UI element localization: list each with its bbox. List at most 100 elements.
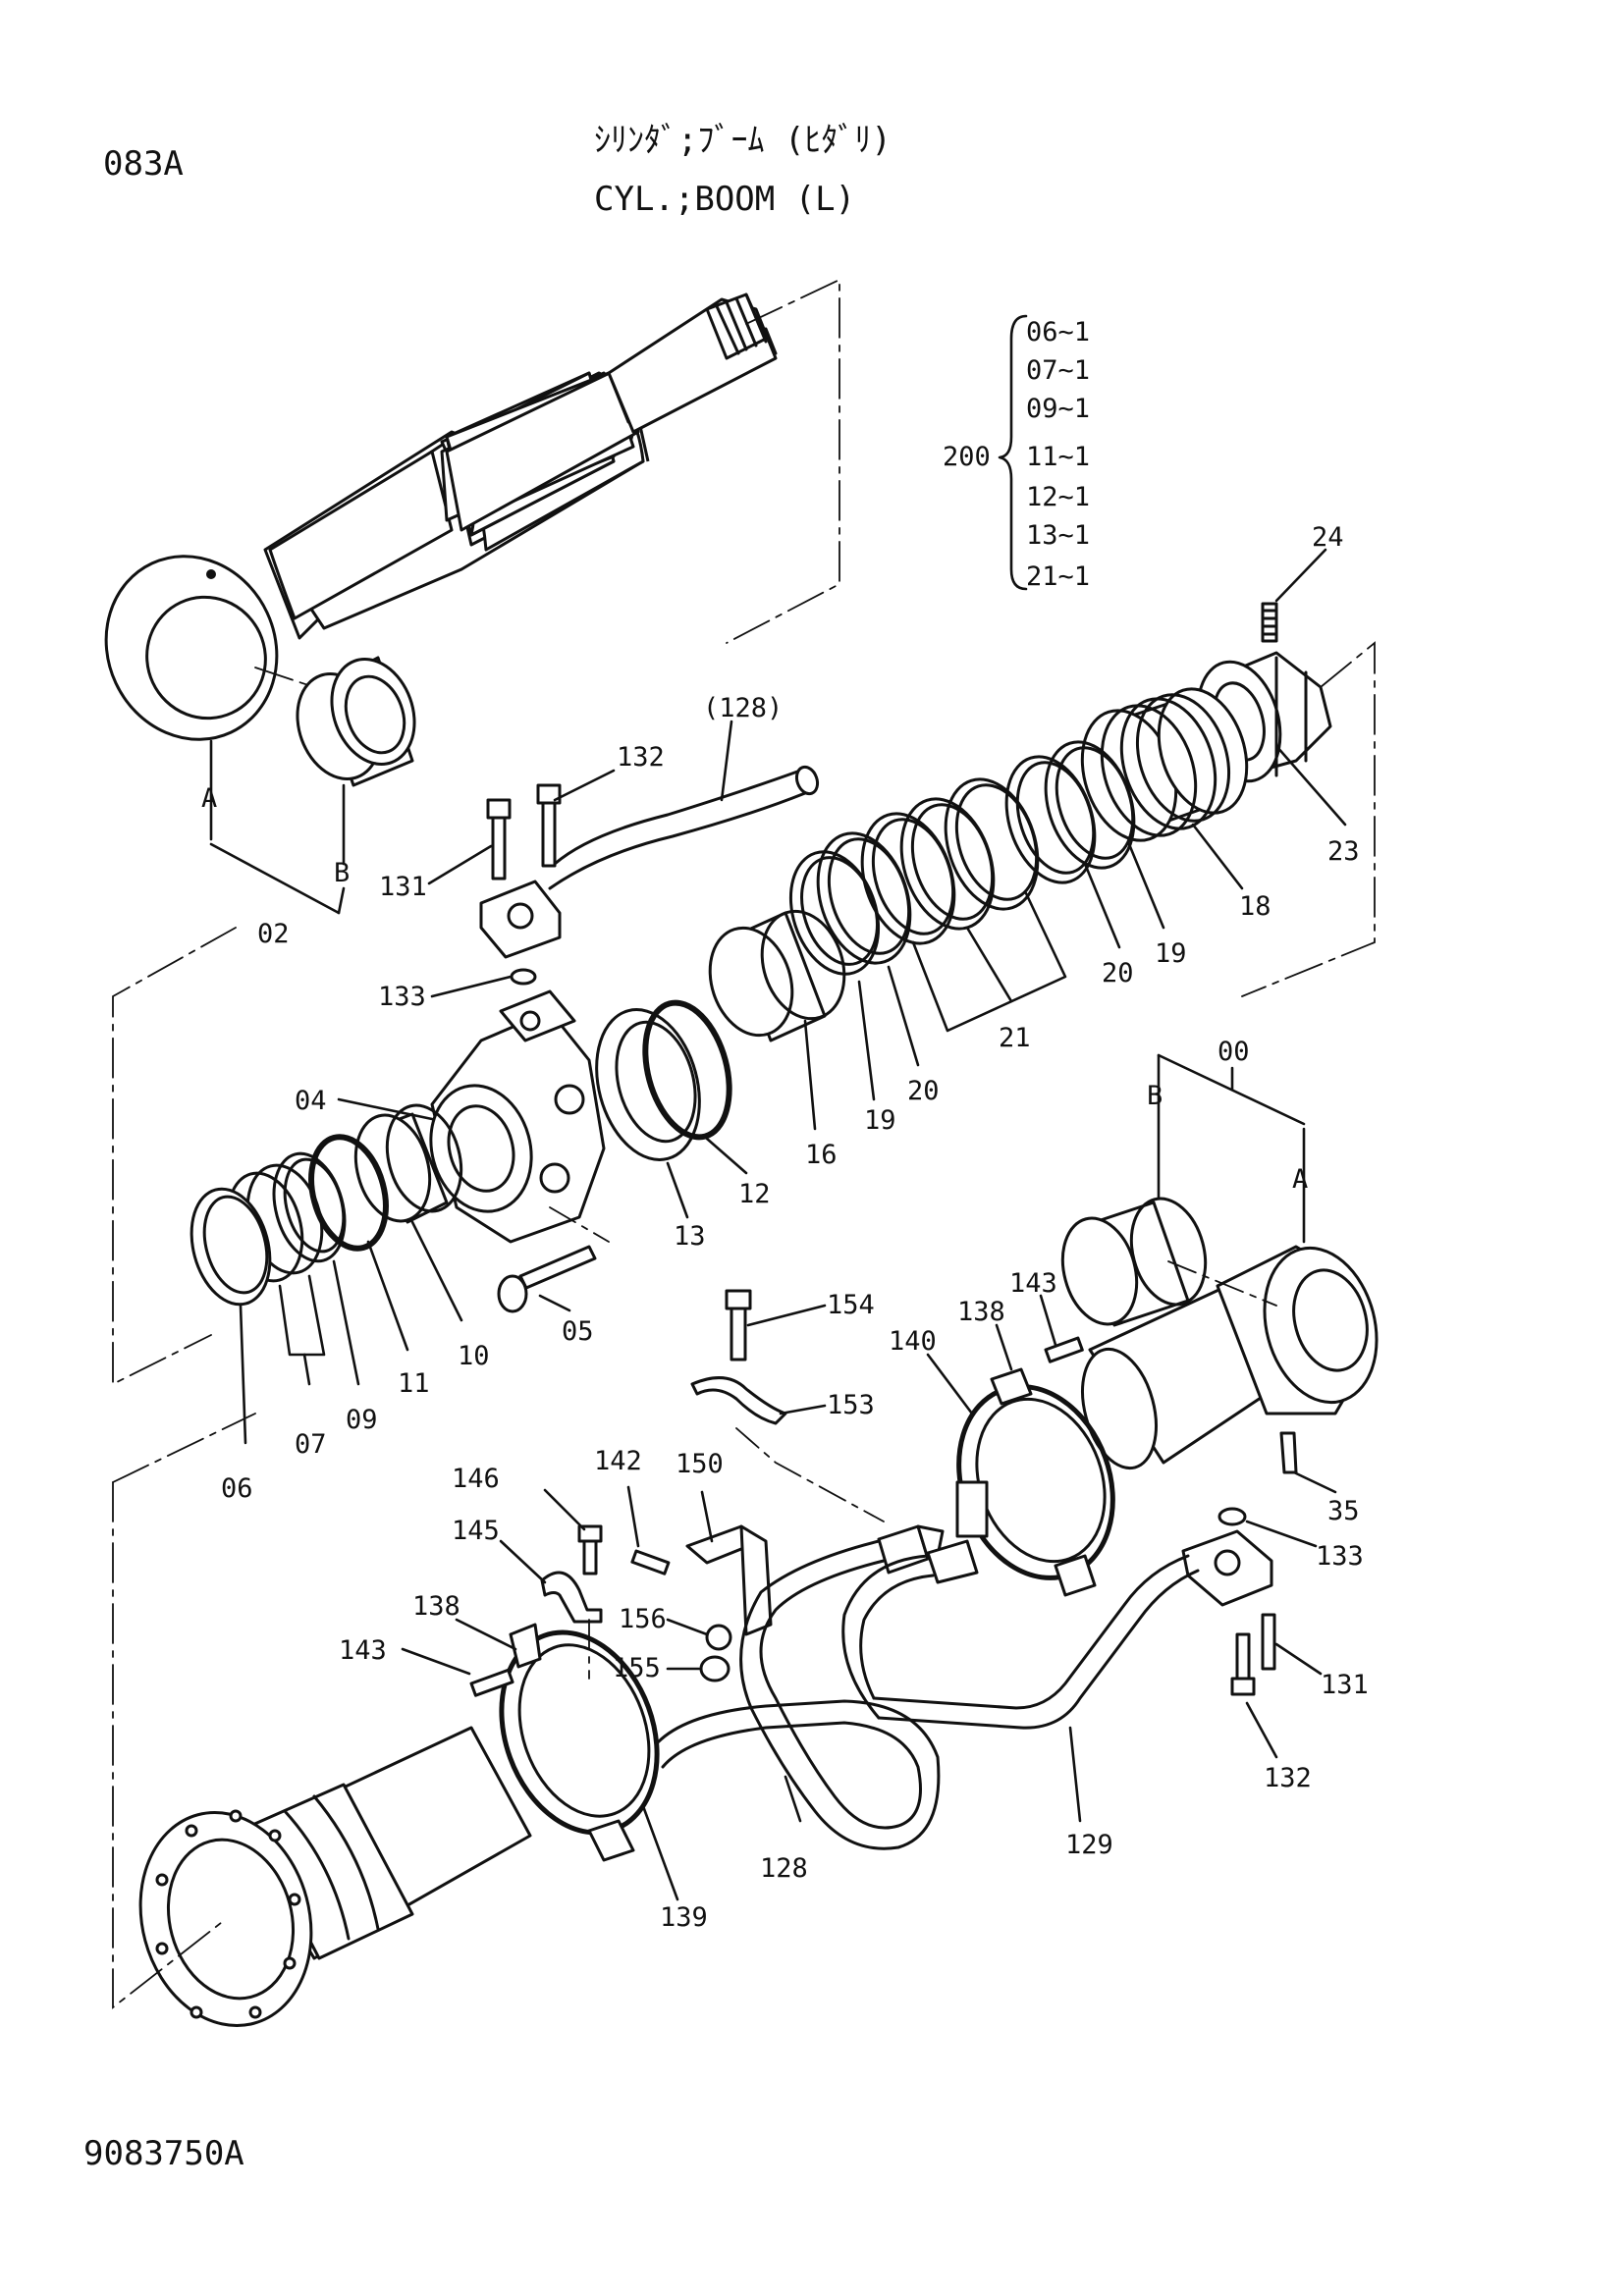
callout-07: 07 [295, 1429, 327, 1460]
flange-bolt-hole-7 [189, 2005, 203, 2019]
leader-138-left [455, 1618, 517, 1651]
cylinder-tube-right [1081, 1245, 1379, 1470]
callout-10: 10 [458, 1341, 490, 1371]
rod-body-left [268, 450, 454, 620]
kit-item-1: 07~1 [1026, 355, 1090, 386]
bolt-154-head [725, 1289, 752, 1310]
bolt-142 [630, 1549, 671, 1575]
kit-item-5: 13~1 [1026, 520, 1090, 551]
callout-00: 00 [1217, 1037, 1250, 1067]
bolt-05-centerline [549, 1206, 610, 1243]
set-screw-24 [1261, 602, 1278, 643]
kit-200: 200 06~1 07~1 09~1 11~1 12~1 13~1 21~1 [943, 314, 1090, 592]
clamp-139-inner [517, 1643, 651, 1818]
rod-head-04 [429, 989, 606, 1244]
callout-20-lower: 20 [907, 1076, 940, 1106]
seal-06 [189, 1187, 272, 1307]
bolt-132-upper [541, 795, 557, 868]
clamp-140-tab [990, 1367, 1033, 1406]
callout-133-lower: 133 [1316, 1541, 1364, 1572]
callout-11: 11 [398, 1368, 430, 1399]
tube-left-frame-line [112, 1481, 227, 2009]
ring-21b-inner [910, 803, 995, 921]
title-japanese: ｼﾘﾝﾀﾞ;ﾌﾞｰﾑ (ﾋﾀﾞﾘ) [594, 121, 892, 160]
rod-head-port [519, 1010, 541, 1032]
leader-133-lower [1245, 1520, 1318, 1548]
bolt-05 [497, 1245, 597, 1313]
callout-23: 23 [1327, 836, 1360, 867]
callout-146: 146 [452, 1464, 500, 1494]
clip-153 [690, 1376, 787, 1425]
tube-left-frame-top [112, 1413, 256, 1483]
flange-bolt-hole-6 [248, 2005, 262, 2019]
pipe-129-fitting [926, 1539, 979, 1584]
leader-153 [779, 1404, 827, 1415]
bolt-143-left [469, 1668, 514, 1697]
leader-11 [366, 1240, 409, 1352]
clamp-140-tab-lower [1054, 1554, 1097, 1597]
leader-07 [302, 1353, 311, 1386]
page-code: 083A [103, 144, 184, 184]
kit-item-3: 11~1 [1026, 442, 1090, 472]
pipe-128-end [794, 765, 820, 796]
leader-19-lower [857, 980, 876, 1101]
bracket-07 [278, 1274, 326, 1357]
callout-150: 150 [676, 1449, 724, 1479]
pipe-129-upper [872, 1554, 1190, 1710]
rod-head-hole-2 [539, 1162, 570, 1194]
callout-16: 16 [805, 1140, 838, 1170]
tube-left-collar-lines [283, 1794, 380, 1941]
leader-16 [803, 1019, 817, 1131]
callout-19-lower: 19 [864, 1105, 896, 1136]
set-screw-thread [1261, 609, 1278, 636]
bolt-132-lower-head [1230, 1677, 1256, 1696]
leader-131-upper [427, 844, 493, 885]
leader-04 [337, 1097, 434, 1121]
flange-bolt-hole-5 [283, 1956, 297, 1970]
leader-143-right [1039, 1294, 1057, 1347]
callout-18: 18 [1239, 891, 1271, 922]
callout-132-lower: 132 [1264, 1763, 1312, 1793]
flange-upper [479, 783, 562, 959]
clamp-145 [540, 1571, 603, 1624]
leader-128-upper [720, 720, 733, 802]
callout-142: 142 [594, 1446, 642, 1476]
callout-04: 04 [295, 1086, 327, 1116]
bracket-02-left [209, 842, 341, 915]
leader-23 [1274, 744, 1347, 827]
piston-rear [1157, 687, 1249, 815]
bolt-131-lower [1261, 1613, 1276, 1671]
nut-flats [1274, 656, 1308, 777]
flange-lower [1181, 1529, 1276, 1696]
bracket-21-mid [965, 926, 1013, 1003]
clip-153-centerline [735, 1427, 885, 1522]
pipe-128-outer [661, 1559, 922, 1830]
set-screw-body [1261, 602, 1278, 643]
ring-19-lower-inner [800, 856, 879, 966]
bolt-05-head [497, 1274, 528, 1313]
callout-129: 129 [1065, 1830, 1113, 1860]
cushion-rear [760, 909, 846, 1021]
callout-rod-A: A [201, 783, 217, 814]
leader-35 [1292, 1470, 1337, 1494]
flange-upper-port [507, 902, 534, 930]
pipe-129-bend-a [859, 1574, 935, 1700]
bracket-02-right [337, 886, 346, 915]
ring-21a-inner [954, 783, 1039, 901]
leader-131-lower [1274, 1642, 1323, 1676]
callout-right-B: B [1147, 1081, 1163, 1111]
bushing-10-rear [385, 1103, 463, 1213]
rod-head-bore-inner [447, 1104, 515, 1193]
cylinder-tube-left [138, 1726, 532, 2028]
bushing-10-front [353, 1113, 432, 1223]
bushing-10 [353, 1103, 463, 1224]
pipe-128-upper-a [553, 769, 802, 866]
tube-eye-bore [1292, 1268, 1369, 1372]
bolt-131-upper-head [486, 798, 512, 820]
callout-143-left: 143 [339, 1635, 387, 1666]
flange-bolt-hole-8 [155, 1942, 169, 1955]
rod-bushing [296, 656, 416, 787]
leader-143-left [401, 1647, 471, 1676]
pipe-129-lower [877, 1569, 1200, 1730]
